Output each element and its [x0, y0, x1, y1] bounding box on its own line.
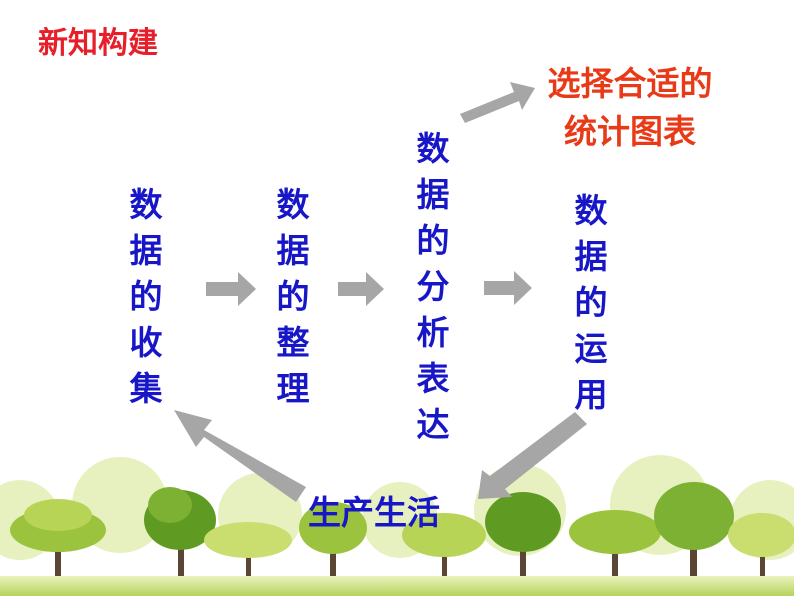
chart-choice-line1: 选择合适的 [547, 64, 713, 103]
arrow-analyze-to-chart-choice [460, 82, 535, 123]
step-data-organization: 数据的整理 [276, 185, 310, 408]
slide-title: 新知构建 [38, 26, 158, 61]
chart-choice-line2: 统计图表 [564, 112, 696, 151]
arrow-life-to-collect [174, 410, 306, 502]
production-life-label: 生产生活 [308, 493, 440, 532]
step-data-application: 数据的运用 [574, 191, 608, 414]
arrow-collect-to-organize [206, 272, 256, 306]
front-trees [10, 482, 794, 586]
arrow-analyze-to-apply [484, 271, 532, 305]
step-data-analysis: 数据的分析表达 [416, 129, 450, 444]
arrow-apply-to-life [478, 412, 587, 499]
step-data-collection: 数据的收集 [129, 185, 163, 408]
arrow-organize-to-analyze [338, 272, 384, 306]
ground-strip [0, 576, 794, 596]
chart-choice-note: 选择合适的 统计图表 [530, 60, 730, 156]
